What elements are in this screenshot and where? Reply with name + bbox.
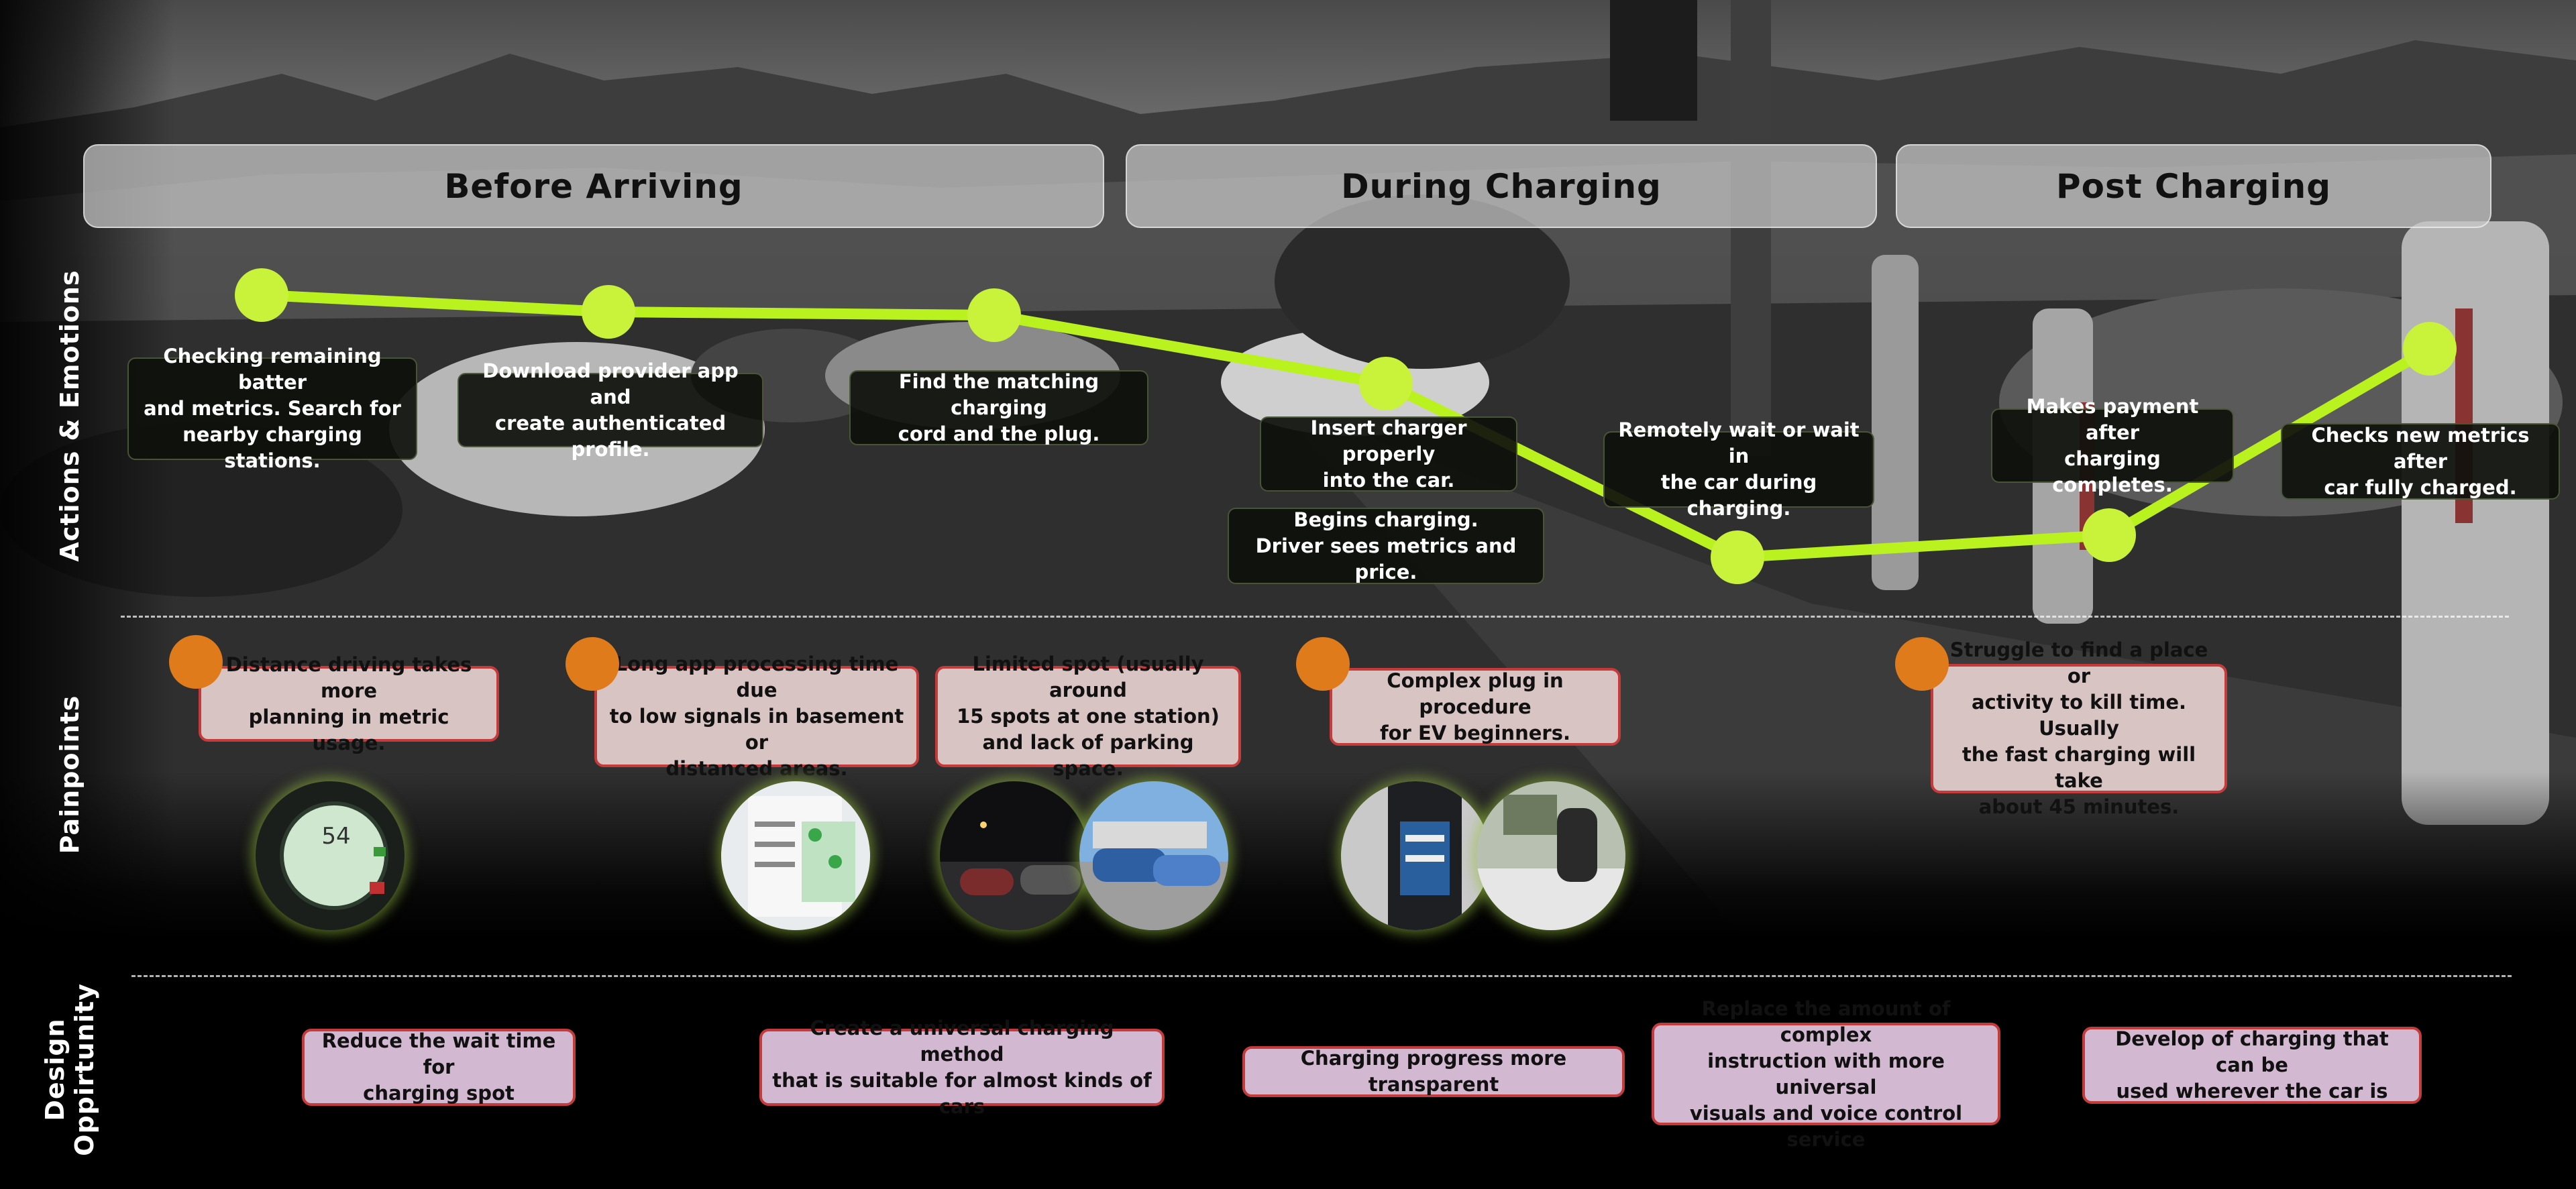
photo-plugging-in <box>1477 781 1625 930</box>
journey-point <box>2403 322 2457 376</box>
painpoint-text: to low signals in basement or <box>609 705 904 754</box>
phase-before-arriving: Before Arriving <box>83 144 1104 228</box>
phase-during-charging: During Charging <box>1126 144 1877 228</box>
painpoint-marker <box>169 635 223 689</box>
opportunity-card: Develop of charging that can be used wher… <box>2082 1027 2422 1104</box>
journey-point <box>967 288 1021 342</box>
painpoint-text: the fast charging will take <box>1962 743 2196 792</box>
painpoint-text: activity to kill time. Usually <box>1971 691 2187 740</box>
painpoint-text: planning in metric usage. <box>248 705 449 754</box>
photo-parking-lot <box>1079 781 1228 930</box>
painpoint-card: Complex plug in procedure for EV beginner… <box>1330 668 1621 746</box>
action-card: Checking remaining batter and metrics. Se… <box>127 345 417 472</box>
action-text: and metrics. Search for <box>144 397 401 420</box>
action-text: Checks new metrics after <box>2311 423 2530 473</box>
action-card: Find the matching charging cord and the p… <box>849 370 1148 445</box>
opportunity-text: used wherever the car is <box>2116 1080 2388 1102</box>
opportunity-text: Charging progress more transparent <box>1300 1047 1567 1096</box>
divider-actions-painpoints <box>121 616 2509 618</box>
action-text: into the car. <box>1322 468 1455 492</box>
journey-point <box>582 285 635 339</box>
action-text: car fully charged. <box>2324 475 2517 499</box>
action-text: charging completes. <box>2052 447 2173 496</box>
painpoint-marker <box>1296 637 1350 691</box>
phase-post-charging: Post Charging <box>1896 144 2491 228</box>
action-card: Begins charging. Driver sees metrics and … <box>1228 508 1544 584</box>
journey-point <box>1359 357 1413 410</box>
painpoint-text: Long app processing time due <box>614 653 899 701</box>
action-text: the car during charging. <box>1660 471 1817 520</box>
painpoint-text: Distance driving takes more <box>225 653 472 702</box>
painpoint-text: for EV beginners. <box>1380 721 1570 744</box>
painpoint-text: distanced areas. <box>665 757 848 780</box>
opportunity-card: Reduce the wait time for charging spot <box>302 1029 576 1106</box>
painpoint-text: and lack of parking space. <box>982 731 1194 780</box>
action-text: Insert charger properly <box>1310 416 1467 465</box>
phase-label: During Charging <box>1341 166 1662 206</box>
opportunity-text: Reduce the wait time for <box>321 1029 556 1078</box>
journey-point <box>235 268 288 322</box>
phase-label: Before Arriving <box>444 166 743 206</box>
opportunity-text: that is suitable for almost kinds of car… <box>772 1068 1152 1118</box>
action-text: cord and the plug. <box>898 422 1100 445</box>
action-card: Insert charger properly into the car. <box>1260 416 1517 492</box>
opportunity-text: charging spot <box>363 1082 515 1105</box>
divider-painpoints-opportunities <box>131 975 2512 977</box>
photo-charger-kiosk <box>1341 781 1490 930</box>
action-text: create authenticated profile. <box>494 411 727 461</box>
painpoint-text: about 45 minutes. <box>1978 795 2180 818</box>
opportunity-card: Charging progress more transparent <box>1242 1046 1625 1097</box>
photo-charging-app <box>721 781 870 930</box>
action-text: nearby charging stations. <box>182 423 362 472</box>
opportunity-text: instruction with more universal <box>1707 1049 1945 1098</box>
painpoint-text: 15 spots at one station) <box>957 705 1220 728</box>
journey-point <box>1711 530 1764 584</box>
painpoint-text: Limited spot (usually around <box>972 653 1204 701</box>
painpoint-text: Struggle to find a place or <box>1949 638 2208 687</box>
action-text: Makes payment after <box>2026 394 2199 444</box>
photo-parking-night <box>940 781 1089 930</box>
action-text: Download provider app and <box>482 359 739 408</box>
painpoint-card: Limited spot (usually around 15 spots at … <box>935 653 1241 780</box>
action-text: Remotely wait or wait in <box>1618 418 1860 467</box>
action-text: Begins charging. <box>1293 508 1479 531</box>
photo-dashboard: 54 <box>256 781 405 930</box>
journey-point <box>2082 508 2136 562</box>
opportunity-text: Replace the amount of complex <box>1701 997 1951 1046</box>
painpoint-text: Complex plug in procedure <box>1387 669 1564 718</box>
opportunity-text: visuals and voice control service <box>1689 1101 1963 1151</box>
dashboard-reading: 54 <box>321 823 351 850</box>
action-text: Driver sees metrics and price. <box>1255 534 1517 583</box>
action-text: Checking remaining batter <box>163 345 382 394</box>
painpoint-marker <box>1895 637 1949 691</box>
opportunity-text: Develop of charging that can be <box>2115 1027 2389 1076</box>
painpoint-marker <box>566 637 619 691</box>
opportunity-text: Create a universal charging method <box>810 1016 1114 1066</box>
action-text: Find the matching charging <box>898 370 1099 419</box>
phase-label: Post Charging <box>2055 166 2332 206</box>
